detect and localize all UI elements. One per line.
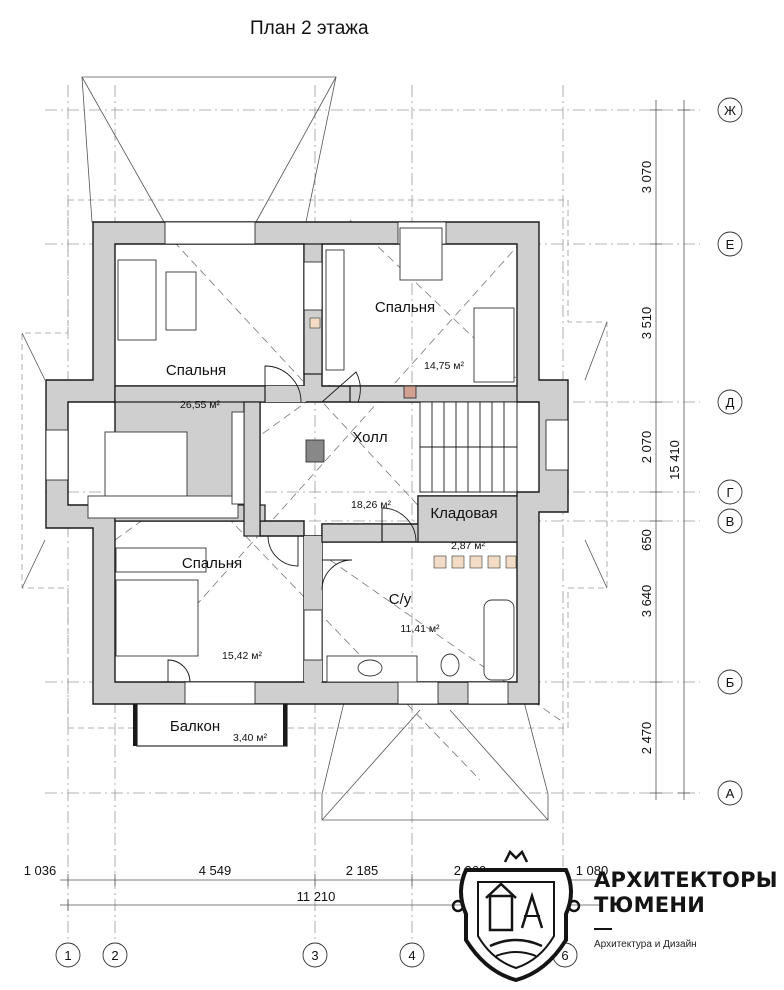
axis-number-3: 3 <box>311 948 318 963</box>
dim-3510: 3 510 <box>639 307 654 340</box>
room-balcony-name: Балкон <box>170 718 220 735</box>
staircase <box>419 401 518 493</box>
furniture <box>87 227 515 683</box>
axis-number-4: 4 <box>408 948 415 963</box>
dim-1080: 1 080 <box>576 863 609 878</box>
letter-axis-markers: Ж Е Д Г В Б А <box>717 97 743 806</box>
chimney <box>305 439 325 463</box>
room-hall-area: 18,26 м² <box>351 499 391 511</box>
room-bedroom-1-name: Спальня <box>166 362 226 379</box>
dim-2185: 2 185 <box>346 863 379 878</box>
room-storage-area: 2,87 м² <box>451 540 486 552</box>
balcony <box>133 703 288 747</box>
room-bedroom-3-area: 15,42 м² <box>222 650 262 662</box>
number-axis-markers: 1 2 3 4 6 <box>55 942 578 968</box>
dim-total-vertical: 15 410 <box>667 440 682 480</box>
room-hall-name: Холл <box>352 429 387 446</box>
wardrobe-2 <box>325 249 345 371</box>
vent <box>403 385 417 399</box>
bed-medium <box>115 579 199 657</box>
dim-650: 650 <box>639 529 654 551</box>
dim-4549: 4 549 <box>199 863 232 878</box>
axis-letter-d: Д <box>726 395 735 410</box>
room-bathroom-name: С/у <box>389 591 412 608</box>
axis-number-2: 2 <box>111 948 118 963</box>
axis-number-6: 6 <box>561 948 568 963</box>
axis-letter-a: А <box>726 786 735 801</box>
brand-emblem <box>451 849 581 983</box>
axis-letter-b: Б <box>726 675 735 690</box>
dim-1036: 1 036 <box>24 863 57 878</box>
axis-number-1: 1 <box>64 948 71 963</box>
bathtub <box>483 599 515 681</box>
room-balcony-area: 3,40 м² <box>233 732 268 744</box>
room-bedroom-2-area: 14,75 м² <box>424 360 464 372</box>
chest <box>115 547 207 573</box>
bed-small <box>473 307 515 383</box>
vertical-dimension-lines <box>650 100 690 800</box>
storage-shelves <box>309 317 517 569</box>
room-bathroom-area: 11,41 м² <box>400 623 440 635</box>
door-swings <box>167 365 417 683</box>
brand-name-line-2: ТЮМЕНИ <box>594 893 706 917</box>
desk <box>399 227 443 281</box>
wardrobe-1 <box>231 411 245 505</box>
brand-name-line-1: АРХИТЕКТОРЫ <box>594 868 778 892</box>
room-bedroom-3-name: Спальня <box>182 555 242 572</box>
plan-title: План 2 этажа <box>250 18 369 39</box>
dresser <box>87 495 239 519</box>
axis-letter-v: В <box>726 514 735 529</box>
room-bedroom-1-area: 26,55 м² <box>180 399 220 411</box>
axis-letter-zh: Ж <box>724 103 736 118</box>
brand-block: АРХИТЕКТОРЫ ТЮМЕНИ Архитектура и Дизайн <box>594 868 782 950</box>
dim-2470: 2 470 <box>639 722 654 755</box>
bed-large <box>104 431 188 501</box>
sofa <box>117 259 157 341</box>
roof-outline <box>21 199 608 729</box>
dim-3070: 3 070 <box>639 161 654 194</box>
dim-total-horizontal: 11 210 <box>297 889 336 904</box>
axis-letter-e: Е <box>726 237 735 252</box>
toilet <box>440 653 460 677</box>
dim-2070: 2 070 <box>639 431 654 464</box>
room-storage-name: Кладовая <box>430 505 497 522</box>
windows <box>45 221 569 705</box>
dim-3640: 3 640 <box>639 585 654 618</box>
vertical-dimension-labels: 3 070 3 510 2 070 650 3 640 2 470 15 410 <box>639 161 682 755</box>
table <box>165 271 197 331</box>
brand-tagline: Архитектура и Дизайн <box>594 939 697 950</box>
sink <box>357 659 383 677</box>
brand-divider <box>594 928 612 930</box>
room-bedroom-2-name: Спальня <box>375 299 435 316</box>
room-labels: Спальня 26,55 м² Спальня 14,75 м² Холл 1… <box>166 299 498 744</box>
axis-letter-g: Г <box>726 485 733 500</box>
